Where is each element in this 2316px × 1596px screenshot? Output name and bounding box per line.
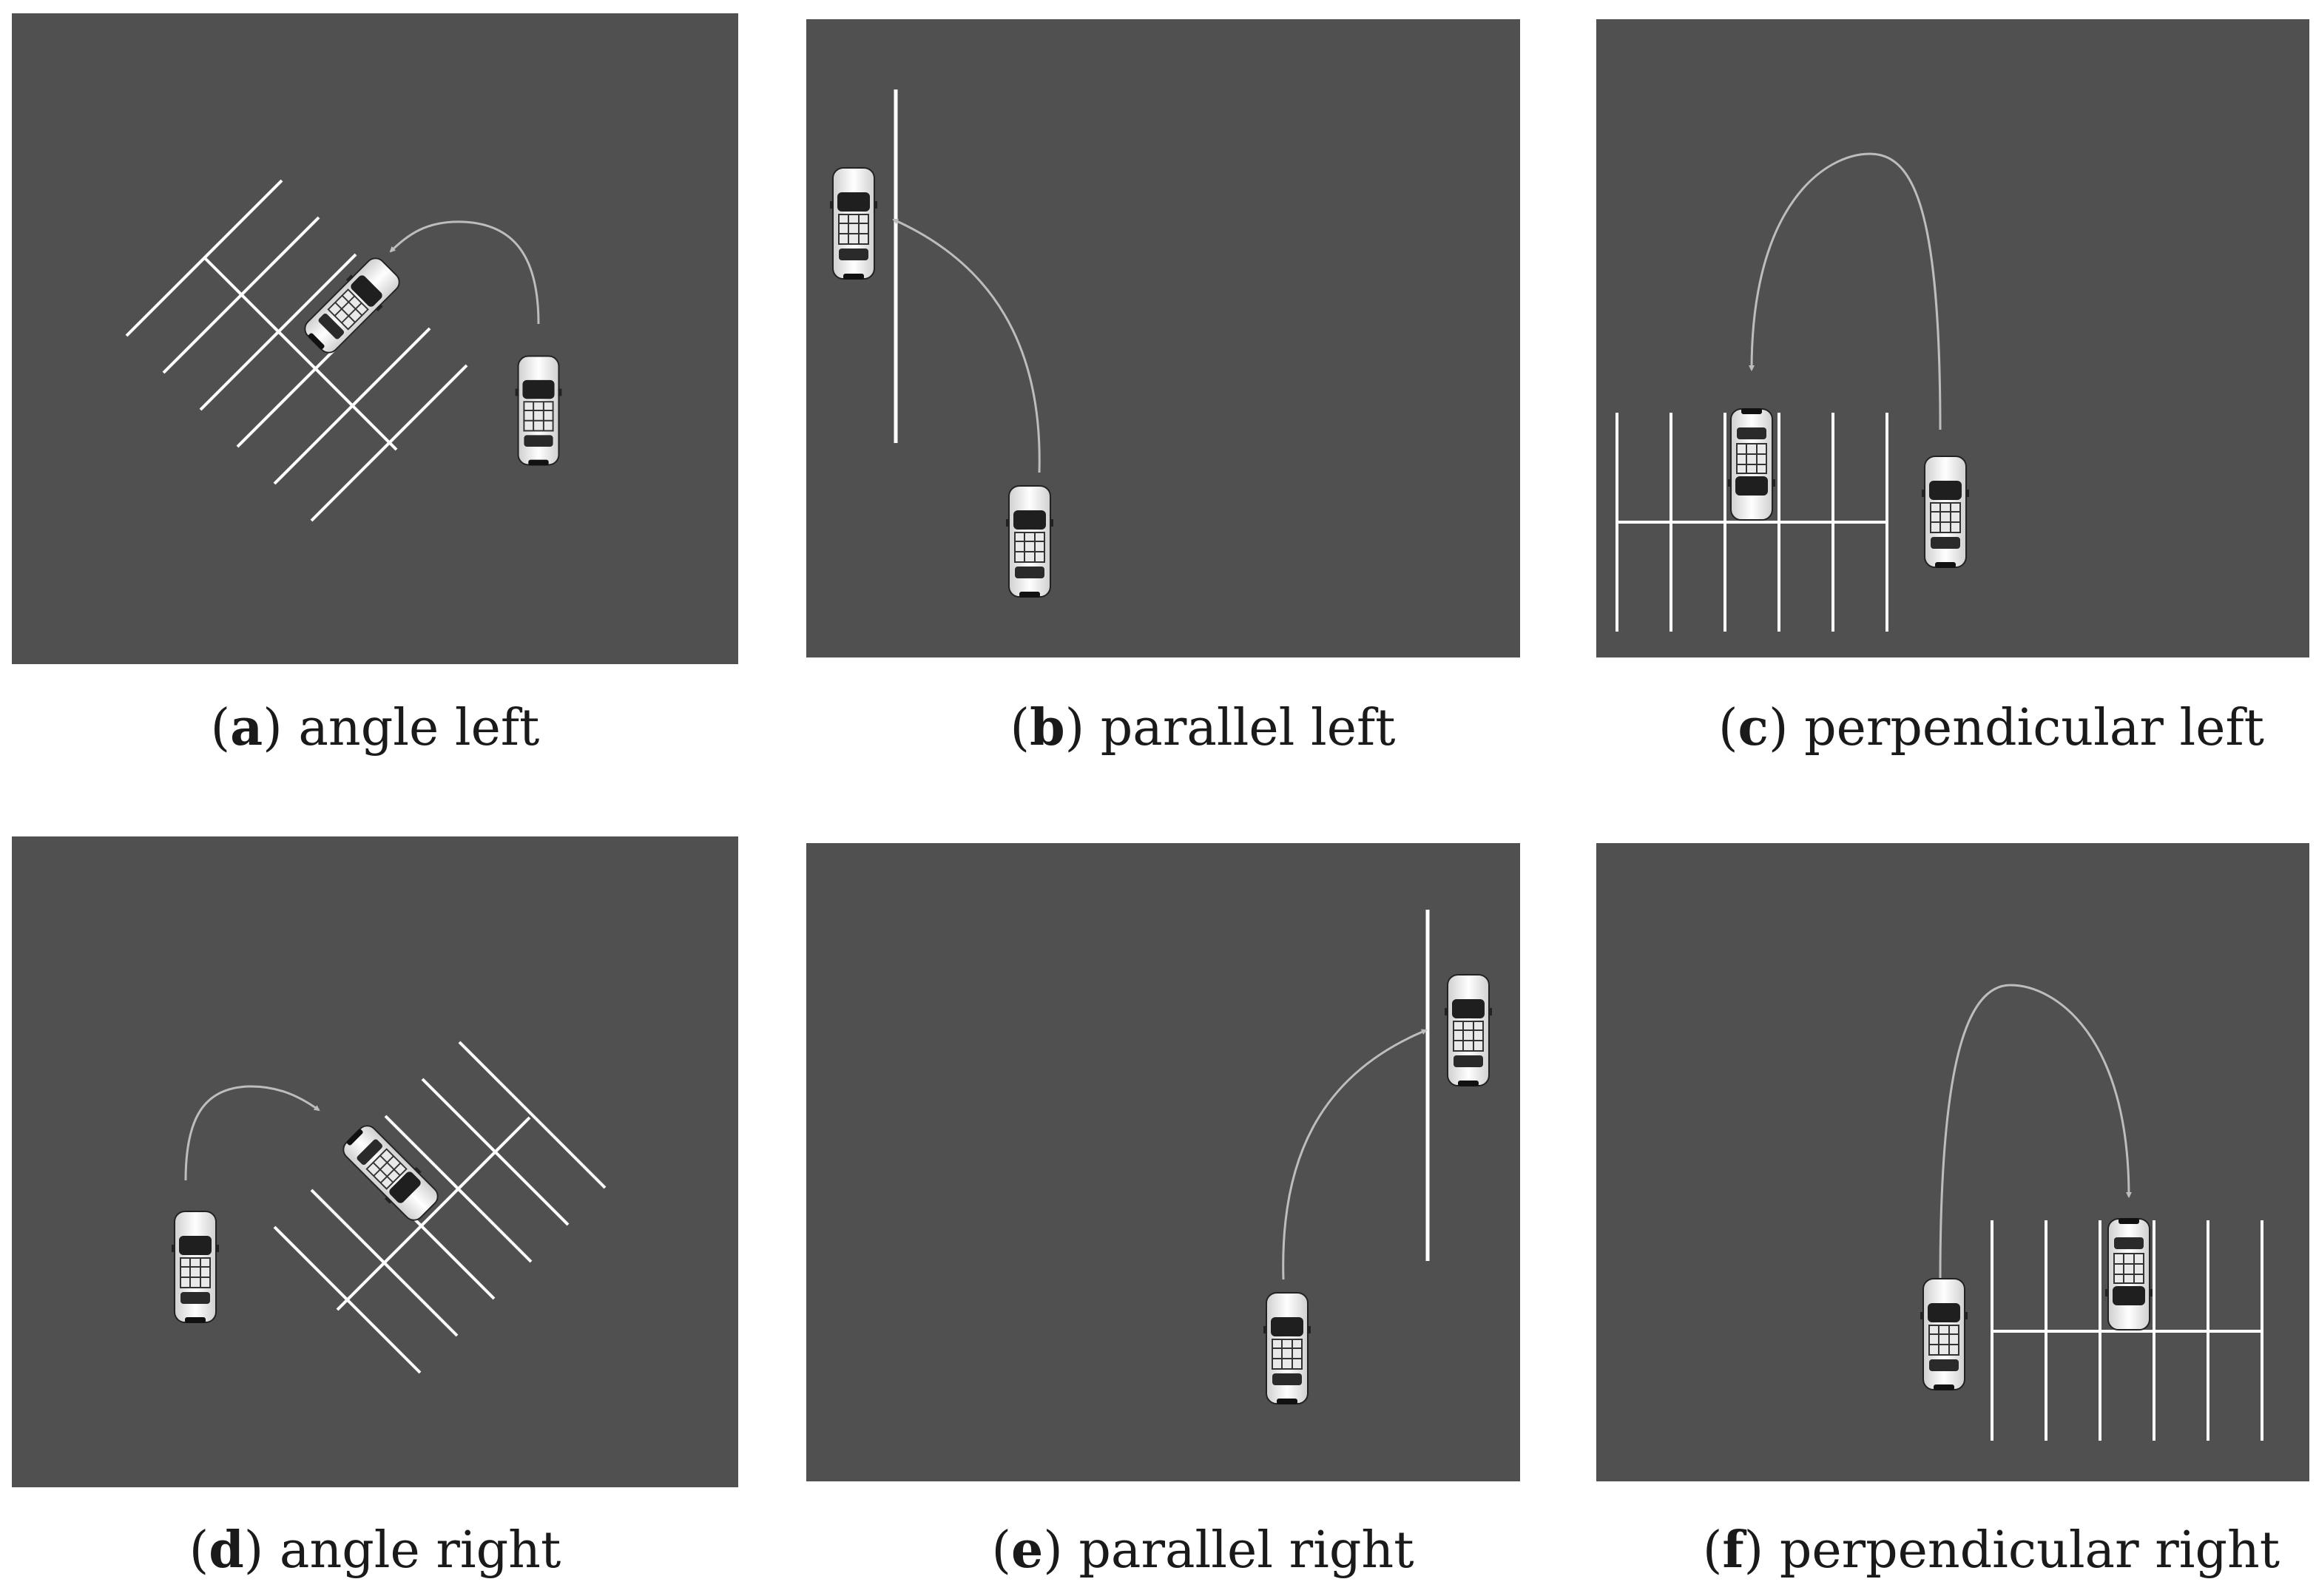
parked-car [2104,1217,2153,1330]
parking-lines [1991,1220,2263,1441]
start-car [1263,1292,1311,1405]
trajectory-arrow [892,218,1041,473]
caption-c: (c) perpendicular left [1718,698,2264,757]
parked-car [1444,974,1493,1087]
caption-f: (f) perpendicular right [1702,1521,2280,1580]
trajectory-arrow [1939,984,2132,1280]
trajectory-arrow [184,1085,320,1181]
start-car [1921,456,1970,569]
panel-parallel-left [806,19,1520,657]
start-car [1920,1278,1968,1391]
parking-lines [273,1041,607,1374]
parked-car [1727,408,1776,521]
parked-car [336,1118,445,1227]
trajectory-arrow [1282,1029,1428,1280]
parked-car [297,251,406,360]
panel-angle-left [12,13,738,664]
trajectory-arrow [1749,152,1942,430]
caption-a: (a) angle left [210,698,540,757]
caption-b: (b) parallel left [1010,698,1396,757]
caption-e: (e) parallel right [991,1521,1414,1580]
start-car [1005,485,1054,598]
parked-car [829,167,878,280]
panel-angle-right [12,836,738,1487]
caption-d: (d) angle right [189,1521,561,1580]
panel-parallel-right [806,843,1520,1481]
trajectory-arrow [389,220,540,325]
start-car [514,355,563,467]
panel-perpendicular-right [1596,843,2309,1481]
panel-perpendicular-left [1596,19,2309,657]
start-car [171,1211,220,1324]
parking-lines [1616,413,1888,632]
